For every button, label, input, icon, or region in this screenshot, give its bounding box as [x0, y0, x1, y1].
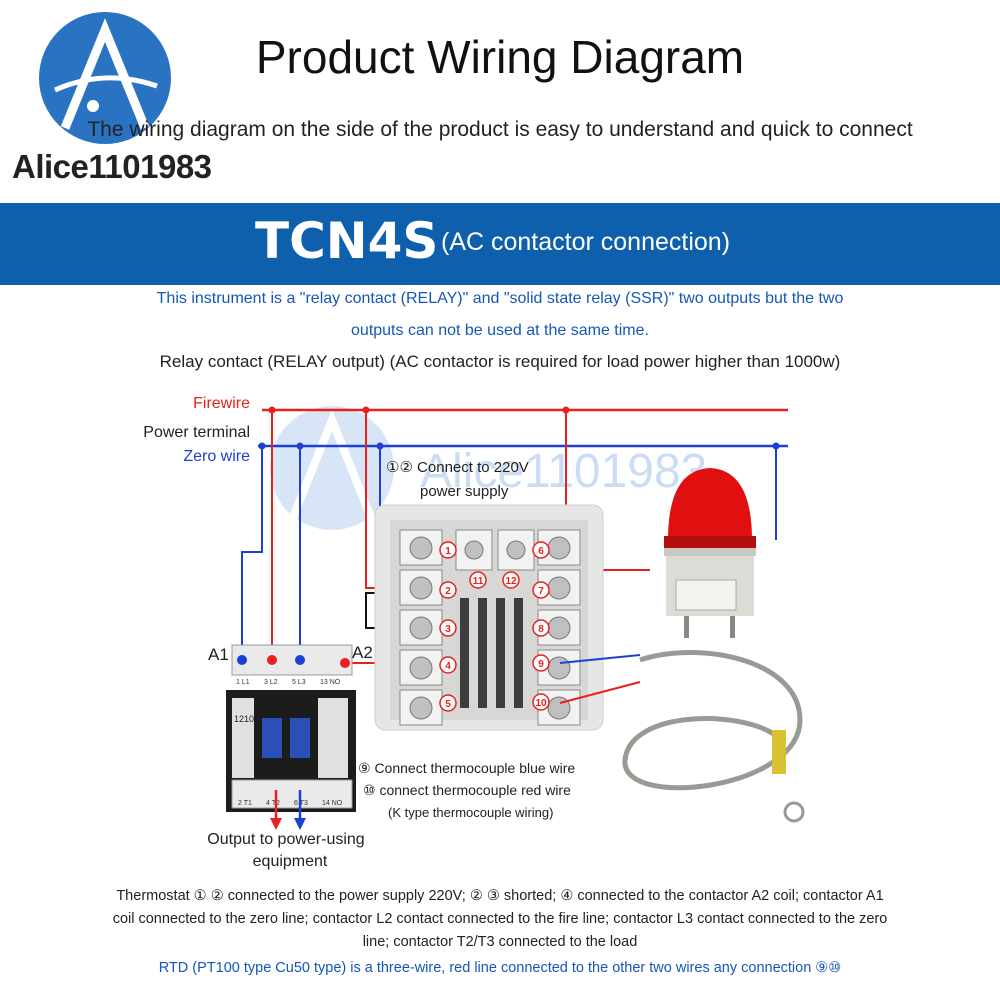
footer-line1: Thermostat ① ② connected to the power su… [116, 888, 884, 904]
rtd-note: RTD (PT100 type Cu50 type) is a three-wi… [158, 960, 842, 976]
tc-type-label: (K type thermocouple wiring) [388, 805, 553, 820]
tc-blue-label: ⑨ Connect thermocouple blue wire [358, 760, 575, 776]
terminal-8: 8 [538, 624, 544, 635]
controller: 1 2 3 4 5 6 7 8 9 10 11 12 [374, 504, 604, 731]
warning-light [664, 468, 756, 638]
thermocouple [559, 650, 805, 823]
relay-note: Relay contact (RELAY output) (AC contact… [159, 352, 841, 371]
terminal-11: 11 [473, 576, 484, 587]
terminal-12: 12 [505, 576, 517, 587]
a2-label: A2 [352, 643, 373, 662]
terminal-1: 1 [445, 546, 451, 557]
brand-logo [39, 12, 171, 144]
page-title: Product Wiring Diagram [255, 31, 745, 83]
output-note-line1: This instrument is a "relay contact (REL… [156, 290, 844, 307]
ac-contactor: 1210 1 L1 3 L2 5 L3 13 NO 2 T1 4 T2 6 T3… [208, 643, 373, 830]
footer-description: Thermostat ① ② connected to the power su… [40, 885, 960, 954]
power-terminal-label: Power terminal [143, 424, 250, 441]
contactor-top-1: 1 L1 [236, 679, 250, 686]
contactor-top-4: 13 NO [320, 679, 341, 686]
footer-line2: coil connected to the zero line; contact… [112, 911, 888, 927]
contactor-model: 1210 [234, 714, 254, 724]
watermark-text: Alice1101983 [420, 445, 707, 498]
brand-name: Alice1101983 [12, 148, 212, 185]
model-banner [0, 203, 1000, 285]
a1-label: A1 [208, 645, 229, 664]
contactor-bottom-1: 2 T1 [238, 800, 252, 807]
terminal-5: 5 [445, 699, 451, 710]
terminal-6: 6 [538, 546, 544, 557]
terminal-10: 10 [535, 698, 547, 709]
footer-line3: line; contactor T2/T3 connected to the l… [362, 934, 638, 950]
contactor-top-2: 3 L2 [264, 679, 278, 686]
connect-220-label: ①② Connect to 220V [386, 459, 529, 476]
output-label-line2: equipment [253, 853, 328, 870]
terminal-9: 9 [538, 659, 544, 670]
wiring-diagram: Alice1101983 Firewire Power terminal Zer… [143, 395, 805, 870]
terminal-4: 4 [445, 661, 451, 672]
contactor-bottom-4: 14 NO [322, 800, 343, 807]
output-note-line2: outputs can not be used at the same time… [351, 322, 649, 339]
page-subtitle: The wiring diagram on the side of the pr… [87, 118, 913, 141]
zero-wire-label: Zero wire [183, 448, 250, 465]
output-label-line1: Output to power-using [207, 831, 364, 848]
terminal-3: 3 [445, 624, 451, 635]
model-name: TCN4S [255, 212, 439, 270]
terminal-7: 7 [538, 586, 544, 597]
firewire-label: Firewire [193, 395, 250, 412]
contactor-top-3: 5 L3 [292, 679, 306, 686]
contactor-bottom-2: 4 T2 [266, 800, 280, 807]
power-supply-label: power supply [420, 483, 509, 500]
watermark: Alice1101983 [270, 406, 707, 530]
tc-red-label: ⑩ connect thermocouple red wire [363, 782, 571, 798]
wire-zero-a1 [241, 446, 263, 660]
model-subtitle: (AC contactor connection) [441, 228, 731, 256]
terminal-2: 2 [445, 586, 451, 597]
